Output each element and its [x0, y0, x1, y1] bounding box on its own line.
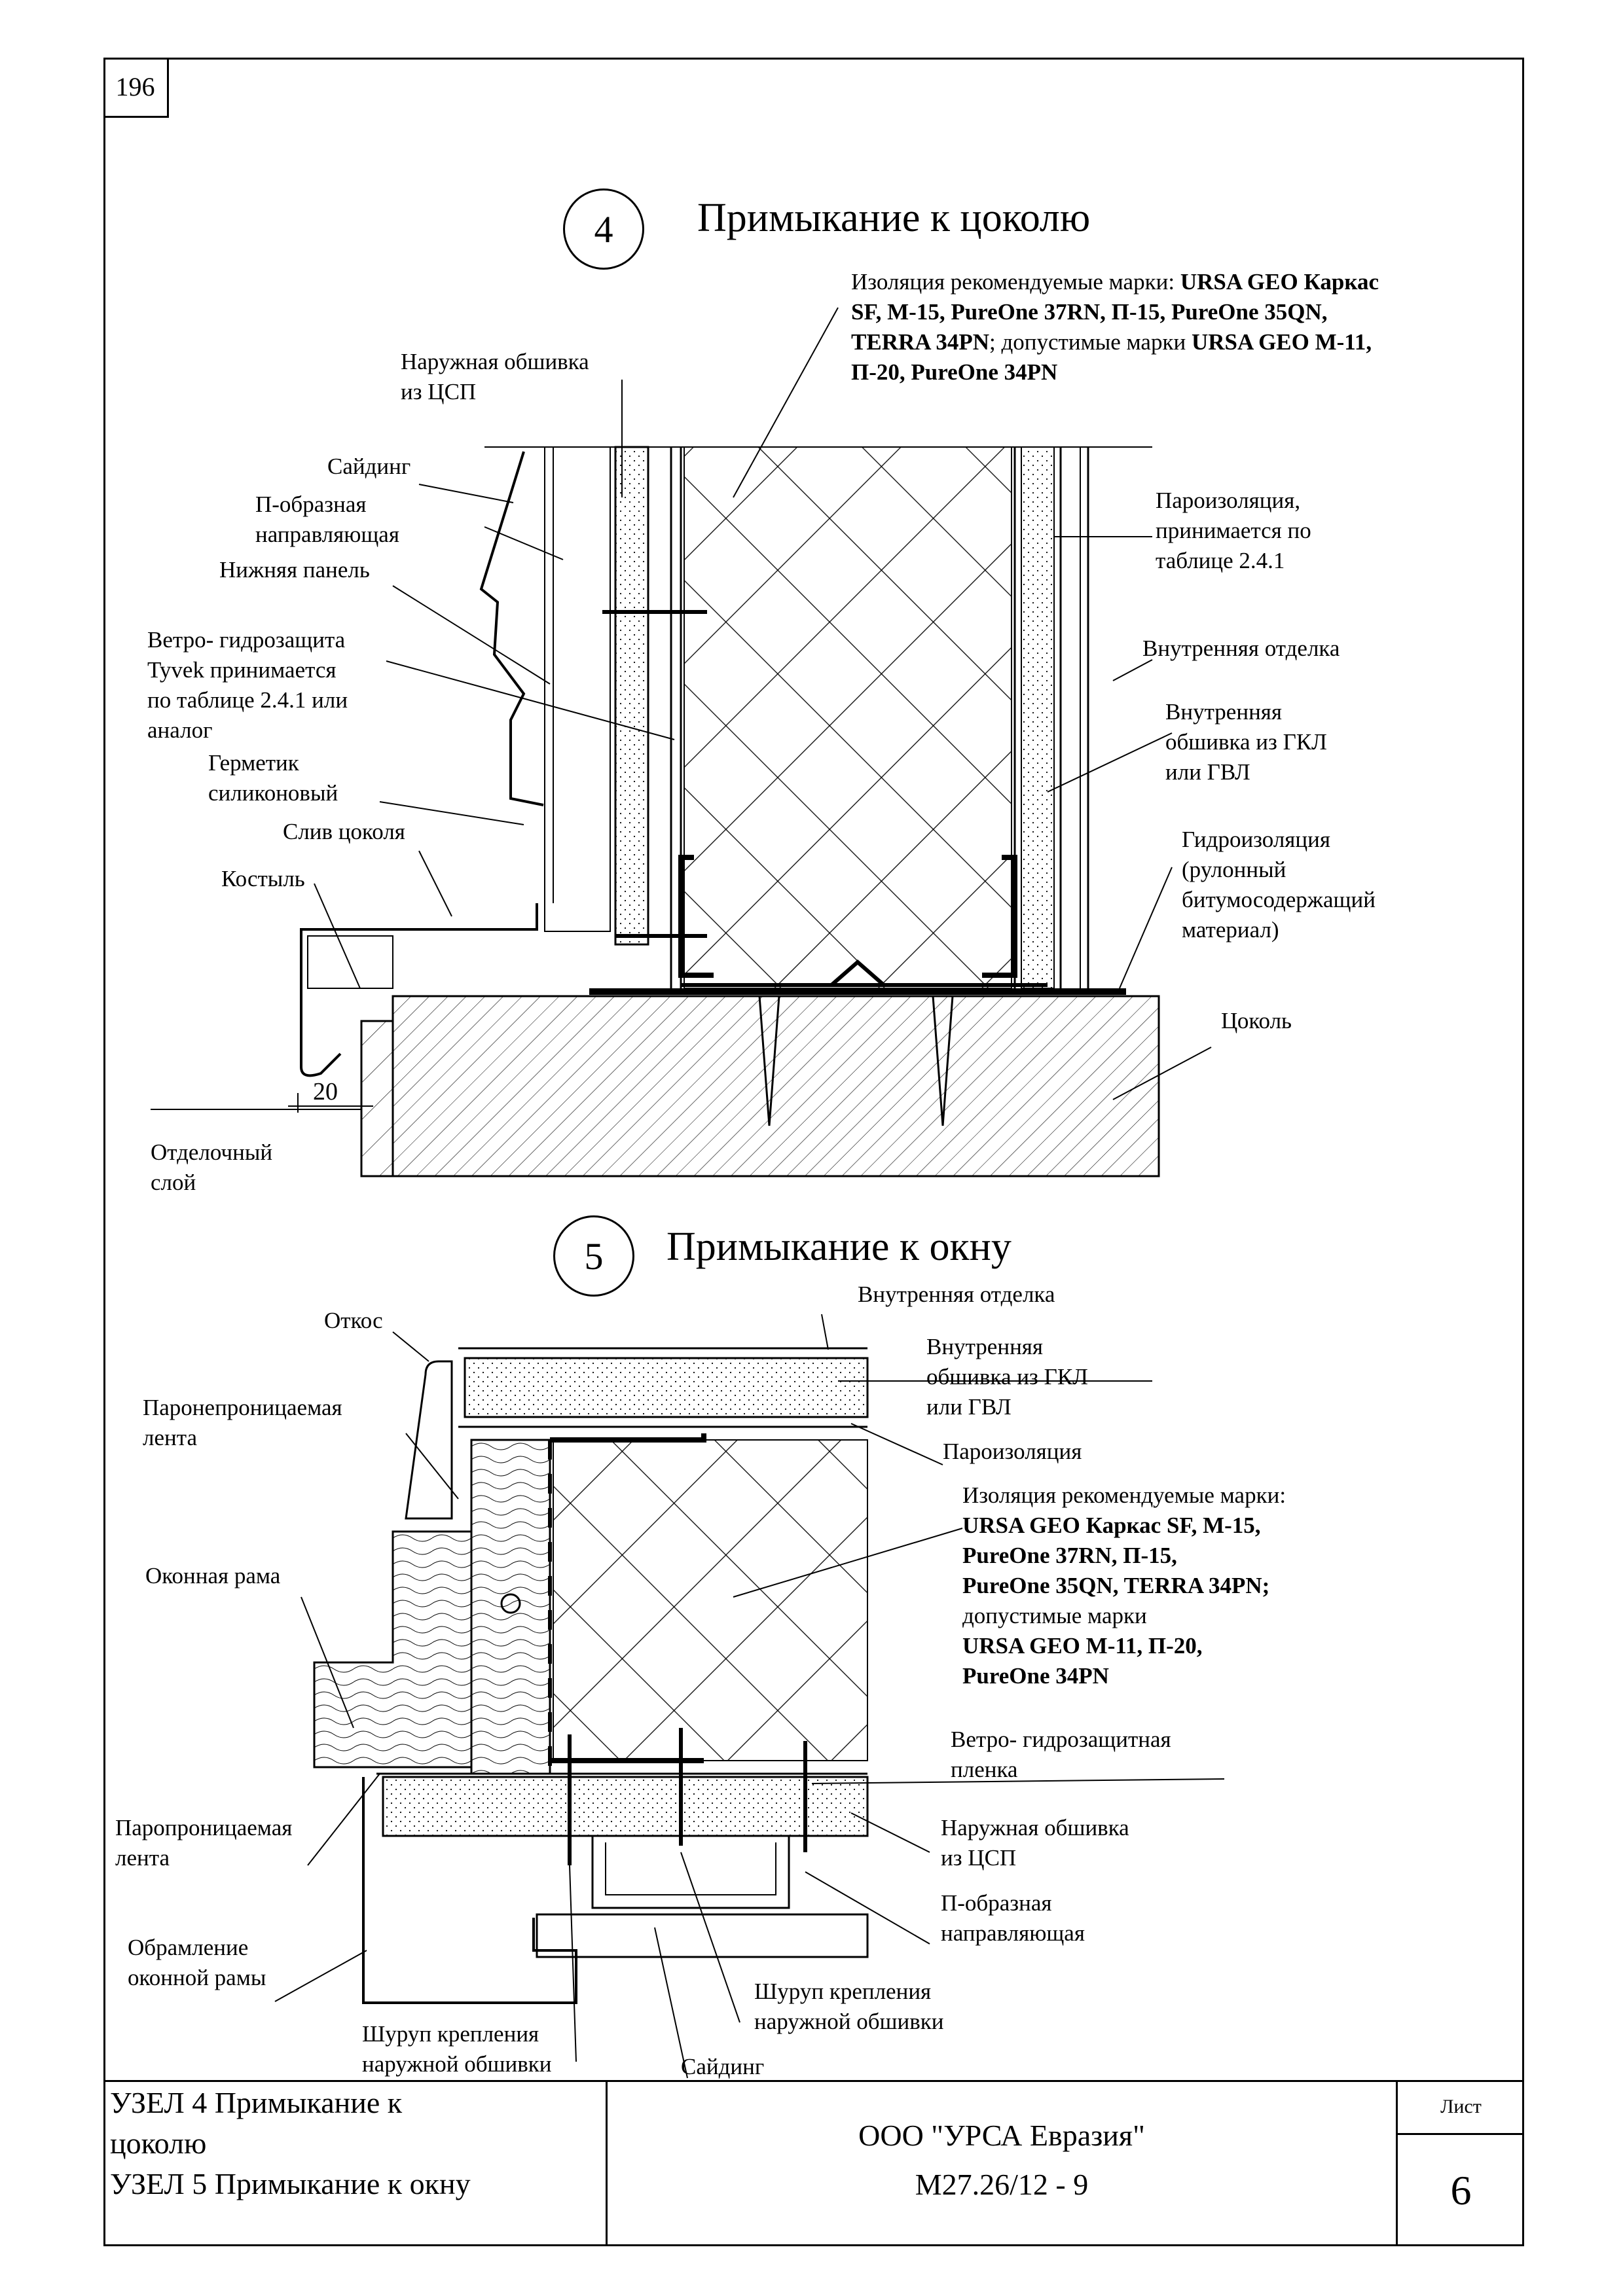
node5-insulation-label: Изоляция рекомендуемые марки: URSA GEO К… [962, 1482, 1286, 1689]
node4-number: 4 [563, 188, 644, 270]
node4-interior-finish-label: Внутренняя отделка [1142, 636, 1340, 661]
node4-insulation-label: Изоляция рекомендуемые марки: URSA GEO К… [851, 269, 1379, 385]
node5-siding-label: Сайдинг [681, 2054, 765, 2079]
node5-slope-label: Откос [324, 1308, 383, 1333]
node5-number: 5 [553, 1215, 634, 1297]
sheet-number: 6 [1450, 2167, 1472, 2214]
title-block-node-names: УЗЕЛ 4 Примыкание к цоколю УЗЕЛ 5 Примык… [110, 2086, 471, 2200]
node5-title: Примыкание к окну [666, 1225, 1012, 1269]
sheet-label: Лист [1398, 2080, 1524, 2135]
node4-bracket-label: Костыль [221, 866, 305, 891]
node4-plinth-label: Цоколь [1221, 1008, 1292, 1033]
title-block-sheet: Лист 6 [1398, 2080, 1524, 2246]
node4-title: Примыкание к цоколю [697, 196, 1091, 240]
document-code: М27.26/12 - 9 [915, 2168, 1089, 2201]
drawing-frame [103, 58, 1524, 2246]
node5-vapor-barrier-label: Пароизоляция [943, 1439, 1082, 1464]
node4-siding-label: Сайдинг [327, 454, 411, 479]
node4-bottom-panel-label: Нижняя панель [219, 557, 370, 583]
company-name: ООО "УРСА Евразия" [858, 2119, 1145, 2152]
node5-window-frame-label: Оконная рама [145, 1563, 281, 1588]
title-block-company: ООО "УРСА Евразия" М27.26/12 - 9 [606, 2080, 1398, 2246]
title-block [103, 2080, 1524, 2246]
node5-drawing [274, 1314, 1225, 2079]
page-number: 196 [103, 58, 169, 118]
node5-interior-finish-label: Внутренняя отделка [858, 1282, 1055, 1307]
node4-drawing [151, 307, 1212, 1177]
node4-plinth-drip-label: Слив цоколя [283, 819, 405, 844]
node4-dimension-label: 20 [313, 1078, 338, 1105]
